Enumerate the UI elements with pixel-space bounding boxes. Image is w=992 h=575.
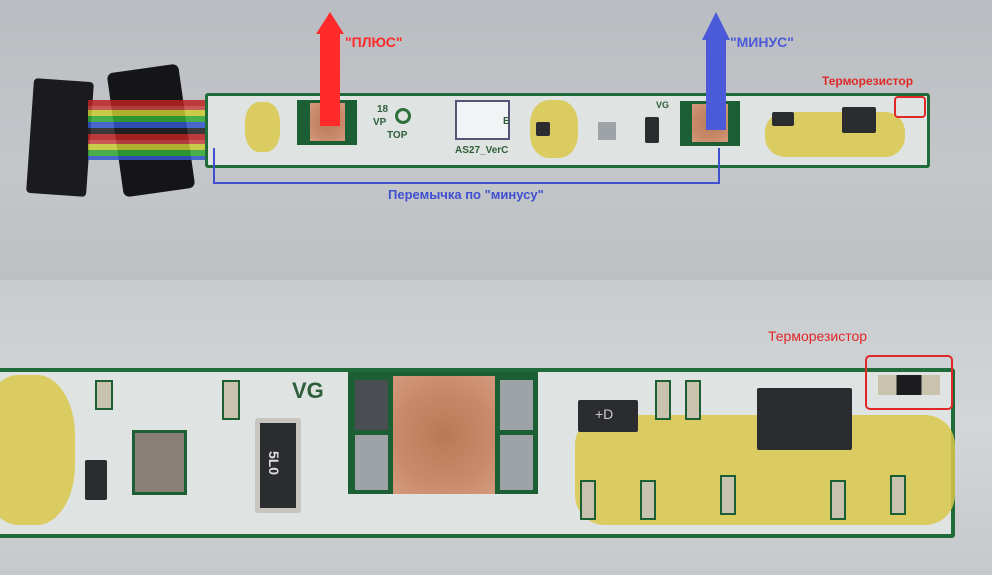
silk-18: 18 xyxy=(377,104,389,115)
thermistor-label-closeup: Терморезистор xyxy=(768,328,868,344)
smd-part xyxy=(830,480,846,520)
bottom-photo: 5L0 VG +D Терморезистор xyxy=(0,280,992,575)
silk-vp: VP xyxy=(373,117,387,128)
pad xyxy=(500,380,533,430)
thermistor-closeup xyxy=(878,375,940,395)
jumper-label: Перемычка по "минусу" xyxy=(388,187,544,202)
led-closeup xyxy=(393,376,495,494)
silk-top: TOP xyxy=(387,130,408,141)
thermistor-highlight-closeup xyxy=(865,355,953,410)
smd-part xyxy=(655,380,671,420)
glue xyxy=(0,375,75,525)
plus-label: "ПЛЮС" xyxy=(345,34,403,50)
plus-arrow xyxy=(320,28,340,126)
transistor xyxy=(772,112,794,126)
minus-arrow xyxy=(706,38,726,130)
smd-part xyxy=(580,480,596,520)
silk-version: AS27_VerC xyxy=(455,145,509,156)
via-ring xyxy=(395,108,411,124)
thermistor-label: Терморезистор xyxy=(822,74,914,88)
minus-arrowhead xyxy=(702,12,730,40)
thermistor-highlight xyxy=(894,96,926,118)
white-pad xyxy=(455,100,510,140)
jumper-line xyxy=(213,148,720,184)
ic-controller-closeup xyxy=(757,388,852,450)
diode xyxy=(85,460,107,500)
smd-part xyxy=(640,480,656,520)
wires xyxy=(88,100,218,160)
pad xyxy=(355,380,388,430)
connector xyxy=(26,78,94,197)
pad xyxy=(598,122,616,140)
pad xyxy=(132,430,187,495)
smd-part xyxy=(685,380,701,420)
top-photo: 18 VP TOP E AS27_VerC VG "ПЛЮС" "МИНУС" … xyxy=(0,0,992,280)
silk-5l0: 5L0 xyxy=(266,450,283,476)
ic-controller xyxy=(842,107,876,133)
silk-diode: +D xyxy=(595,406,614,422)
silk-e: E xyxy=(503,116,510,127)
minus-label: "МИНУС" xyxy=(730,34,794,50)
resistor xyxy=(645,117,659,143)
smd-part xyxy=(720,475,736,515)
silk-vg: VG xyxy=(656,100,670,110)
resistor-5l0 xyxy=(255,418,301,513)
smd-part xyxy=(222,380,240,420)
smd-part xyxy=(95,380,113,410)
pad xyxy=(500,435,533,490)
smd-part xyxy=(890,475,906,515)
pad xyxy=(355,435,388,490)
plus-arrowhead xyxy=(316,12,344,34)
silk-vg: VG xyxy=(292,378,324,403)
diode-closeup xyxy=(578,400,638,432)
ic xyxy=(536,122,550,136)
glue xyxy=(245,102,280,152)
